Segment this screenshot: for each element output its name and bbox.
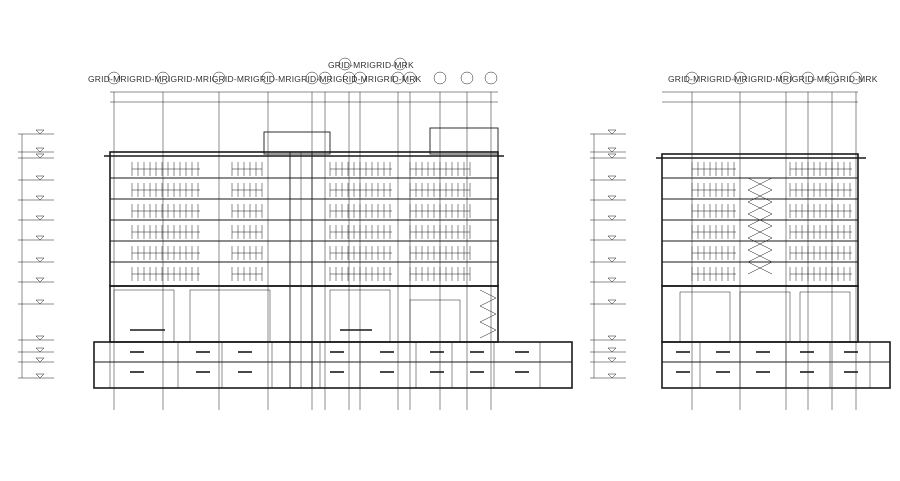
grid-bubble: [107, 71, 121, 85]
level-marker: [607, 129, 617, 135]
level-marker: [607, 373, 617, 379]
grid-bubble: [484, 71, 498, 85]
level-marker: [35, 277, 45, 283]
grid-lines-left: [110, 91, 498, 410]
grid-bubble: [342, 71, 356, 85]
podium-room: [739, 291, 791, 343]
level-marker: [35, 373, 45, 379]
grid-bubble: [353, 71, 367, 85]
grid-bubble: [212, 71, 226, 85]
stair-core-right: [747, 177, 773, 275]
window-grid-right: [691, 162, 852, 281]
grid-header-top-left: GRID-MRIGRID-MRK: [328, 60, 414, 70]
level-marker: [607, 195, 617, 201]
grid-bubble: [261, 71, 275, 85]
level-marker: [607, 175, 617, 181]
grid-bubble: [305, 71, 319, 85]
grid-bubble: [156, 71, 170, 85]
grid-bubble: [403, 71, 417, 85]
grid-bubble: [338, 57, 352, 71]
grid-bubble: [779, 71, 793, 85]
level-marker: [35, 235, 45, 241]
level-marker: [35, 299, 45, 305]
roof-core: [263, 131, 331, 155]
podium-details-right: [679, 291, 851, 343]
grid-bubble: [849, 71, 863, 85]
basement-outline: [93, 341, 573, 389]
grid-header-left: GRID-MRIGRID-MRIGRID-MRIGRID-MRIGRID-MRI…: [88, 74, 422, 84]
podium-room: [113, 289, 175, 343]
level-marker: [35, 347, 45, 353]
podium-room: [409, 299, 461, 343]
grid-bubble: [801, 71, 815, 85]
level-marker: [607, 257, 617, 263]
window-grid-left: [131, 162, 471, 281]
grid-bubbles-right: [685, 71, 863, 85]
level-markers-left: [18, 129, 54, 379]
podium-room: [189, 289, 271, 343]
podium-details-left: [113, 289, 461, 343]
grid-bubble: [733, 71, 747, 85]
level-marker: [607, 277, 617, 283]
level-marker: [607, 215, 617, 221]
level-marker: [35, 335, 45, 341]
floor-slabs-left: [110, 177, 498, 263]
grid-bubble: [685, 71, 699, 85]
level-marker: [35, 357, 45, 363]
basement-details-right: [661, 342, 871, 388]
level-marker: [35, 257, 45, 263]
right-building-section: [590, 71, 891, 410]
grid-bubble: [433, 71, 447, 85]
level-marker: [607, 147, 617, 153]
level-marker: [35, 153, 45, 159]
roof-penthouse: [429, 127, 499, 155]
grid-bubble: [460, 71, 474, 85]
basement-details-left: [109, 342, 541, 388]
grid-header-right: GRID-MRIGRID-MRIGRID-MRIGRID-MRIGRID-MRK: [668, 74, 878, 84]
grid-bubbles-left: [107, 57, 498, 85]
level-marker: [607, 357, 617, 363]
grid-bubble: [318, 71, 332, 85]
level-marker: [607, 153, 617, 159]
level-marker: [607, 347, 617, 353]
left-building-section: [18, 57, 573, 410]
grid-bubble: [825, 71, 839, 85]
stair-zigzag-left: [479, 289, 497, 339]
level-marker: [35, 175, 45, 181]
level-marker: [35, 195, 45, 201]
podium-room: [679, 291, 731, 343]
level-marker: [607, 299, 617, 305]
podium-room: [799, 291, 851, 343]
level-marker: [607, 335, 617, 341]
level-marker: [35, 215, 45, 221]
podium-outline-right: [661, 285, 859, 343]
level-marker: [35, 129, 45, 135]
level-marker: [607, 235, 617, 241]
level-markers-right: [590, 129, 626, 379]
grid-bubble: [393, 57, 407, 71]
level-marker: [35, 147, 45, 153]
